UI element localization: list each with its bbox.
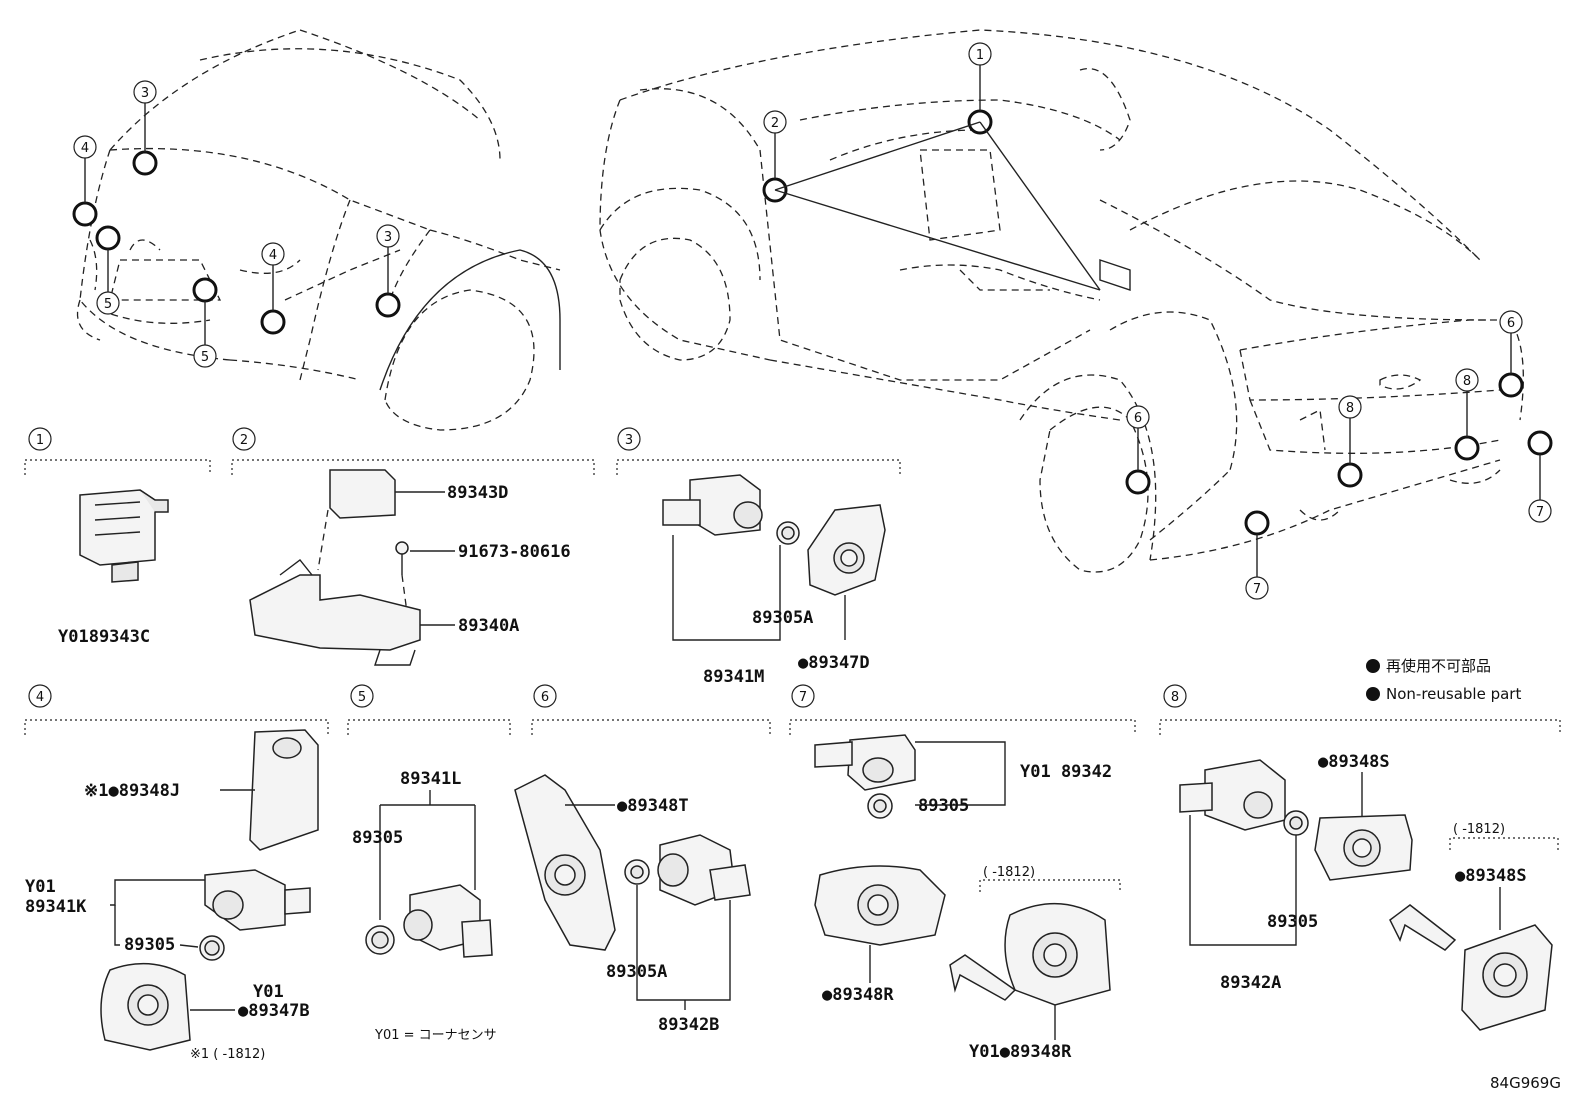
callout-4: 4 <box>269 248 277 263</box>
section-1: 1 Y0189343C <box>24 427 211 647</box>
callout-5: 5 <box>104 297 112 312</box>
y01-note: Y01 = コーナセンサ <box>374 1028 497 1043</box>
locator-marker <box>1337 462 1363 488</box>
bullet-icon <box>1366 687 1380 701</box>
part-number: ●89347D <box>798 653 870 673</box>
section-number: 3 <box>625 433 633 448</box>
section-number: 8 <box>1171 690 1179 705</box>
part-number: ●89348T <box>617 796 689 816</box>
part-number: 89305A <box>752 608 813 628</box>
section-5: 5 89341L 89305 Y01 = コーナセンサ <box>347 684 511 1043</box>
part-number: 89305 <box>352 828 403 848</box>
callout-3: 3 <box>384 230 392 245</box>
part-number: 89305 <box>124 935 175 955</box>
callout-2: 2 <box>771 116 779 131</box>
part-number: 89342A <box>1220 973 1281 993</box>
part-number: Y01 89342 <box>1020 762 1112 782</box>
locator-marker <box>1125 469 1151 495</box>
callout-6: 6 <box>1507 316 1515 331</box>
part-number: 89341M <box>703 667 764 687</box>
locator-marker <box>260 309 286 335</box>
callout-6: 6 <box>1134 411 1142 426</box>
part-number: ●89348S <box>1455 866 1527 886</box>
part-number: Y01●89348R <box>969 1042 1072 1062</box>
part-number: ●89347B <box>238 1001 310 1021</box>
section-8: 8 ●89348S 89305 89342A ( -1812) ●89348S <box>1159 684 1561 1031</box>
part-number: 89343D <box>447 483 508 503</box>
locator-marker <box>1498 372 1524 398</box>
callout-7: 7 <box>1536 505 1544 520</box>
part-note: ( -1812) <box>1453 822 1505 837</box>
callout-5: 5 <box>201 350 209 365</box>
section-number: 5 <box>358 690 366 705</box>
legend-en: Non-reusable part <box>1386 685 1521 703</box>
part-note: ※1 ( -1812) <box>190 1047 265 1062</box>
locator-marker <box>95 225 121 251</box>
locator-marker <box>1244 510 1270 536</box>
front-callouts: 3 4 5 5 4 3 <box>73 80 400 368</box>
callout-4: 4 <box>81 141 89 156</box>
legend: 再使用不可部品 Non-reusable part <box>1366 657 1521 703</box>
locator-marker <box>192 277 218 303</box>
locator-marker <box>1527 430 1553 456</box>
part-number: ●89348S <box>1318 752 1390 772</box>
rear-locators <box>762 65 1553 577</box>
part-number: Y0189343C <box>58 627 150 647</box>
callout-3: 3 <box>141 86 149 101</box>
locator-marker <box>72 201 98 227</box>
front-locators <box>72 103 401 345</box>
part-number: ※1●89348J <box>84 781 180 801</box>
legend-jp: 再使用不可部品 <box>1386 657 1491 675</box>
part-number: Y01 <box>25 877 56 897</box>
part-number: ●89348R <box>822 985 894 1005</box>
locator-marker <box>375 292 401 318</box>
part-note: ( -1812) <box>983 865 1035 880</box>
section-number: 2 <box>240 433 248 448</box>
part-number: 89340A <box>458 616 519 636</box>
section-7: 7 Y01 89342 89305 ●89348R ( -1812) Y01●8… <box>789 684 1136 1062</box>
section-6: 6 ●89348T 89305A 89342B <box>514 684 771 1035</box>
callout-8: 8 <box>1463 374 1471 389</box>
callout-1: 1 <box>976 48 984 63</box>
section-number: 1 <box>36 433 44 448</box>
section-number: 6 <box>541 690 549 705</box>
part-number: Y01 <box>253 982 284 1002</box>
section-3: 3 89305A 89341M ●89347D <box>616 427 901 687</box>
part-number: 89305 <box>1267 912 1318 932</box>
section-number: 7 <box>799 690 807 705</box>
callout-8: 8 <box>1346 401 1354 416</box>
section-2: 2 89343D 91673-80616 89340A <box>231 427 595 666</box>
locator-marker <box>132 150 158 176</box>
part-number: 91673-80616 <box>458 542 571 562</box>
locator-marker <box>1454 435 1480 461</box>
part-number: 89341L <box>400 769 461 789</box>
section-number: 4 <box>36 690 44 705</box>
bullet-icon <box>1366 659 1380 673</box>
rear-callouts: 1 2 6 6 8 8 7 7 <box>763 42 1552 600</box>
part-number: 89342B <box>658 1015 719 1035</box>
part-number: 89341K <box>25 897 87 917</box>
diagram-code: 84G969G <box>1490 1074 1561 1092</box>
part-number: 89305 <box>918 796 969 816</box>
callout-7: 7 <box>1253 582 1261 597</box>
section-4: 4 ※1●89348J Y01 89341K 89305 Y01 ●89347B… <box>24 684 329 1062</box>
